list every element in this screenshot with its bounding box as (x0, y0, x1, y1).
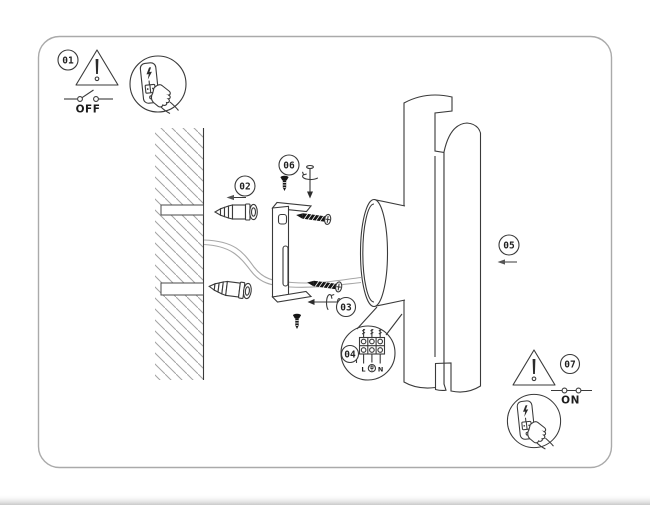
lamp-front-shell (434, 122, 482, 393)
step-05-badge (498, 234, 520, 256)
drill-hole-top (160, 204, 204, 216)
step-03-number: 03 (340, 303, 352, 314)
terminal-block (354, 328, 386, 364)
switch-on-icon (551, 387, 592, 394)
step-01-group: 01 OFF (57, 49, 187, 116)
zoom-callout-lines (356, 306, 403, 336)
switch-on-label: ON (561, 395, 580, 407)
step-02-badge (234, 175, 256, 197)
step-04-number: 04 (344, 349, 356, 360)
step-07-number: 07 (564, 360, 575, 371)
page-bottom-shadow (0, 494, 650, 505)
step-06-badge (278, 154, 300, 176)
step-07-badge (559, 353, 581, 375)
wall (155, 128, 205, 380)
step-05-number: 05 (503, 241, 515, 252)
step-06-group: 06 (278, 154, 319, 200)
switch-off-label: OFF (76, 104, 101, 116)
step-02-group: 02 (207, 175, 258, 300)
wall-lamp (403, 94, 482, 393)
bracket-hole (277, 213, 288, 225)
step-05-group: 05 (496, 234, 520, 266)
step-03-group: 03 (306, 293, 357, 318)
step-04-group: L N 04 (340, 306, 403, 381)
step-02-number: 02 (239, 182, 250, 193)
lamp-driver-canister (359, 198, 406, 308)
step-07-group: 07 ON (506, 349, 592, 450)
earth-ground-icon (367, 364, 377, 373)
bracket-bottom-flange (271, 290, 313, 303)
mounting-bracket (271, 201, 313, 303)
step-01-badge (57, 49, 79, 71)
switch-off-icon (64, 89, 113, 102)
step-01-number: 01 (62, 56, 74, 67)
bracket-slot (282, 245, 289, 287)
lamp-back-shell (403, 94, 453, 389)
terminal-live-label: L (361, 366, 365, 374)
step-04-badge (340, 344, 360, 364)
step-03-badge (335, 296, 357, 318)
bracket-top-flange (271, 201, 313, 213)
wall-hatch (155, 128, 203, 380)
terminal-neutral-label: N (378, 366, 383, 374)
drill-hole-bottom (160, 282, 204, 296)
step-06-number: 06 (283, 161, 295, 172)
